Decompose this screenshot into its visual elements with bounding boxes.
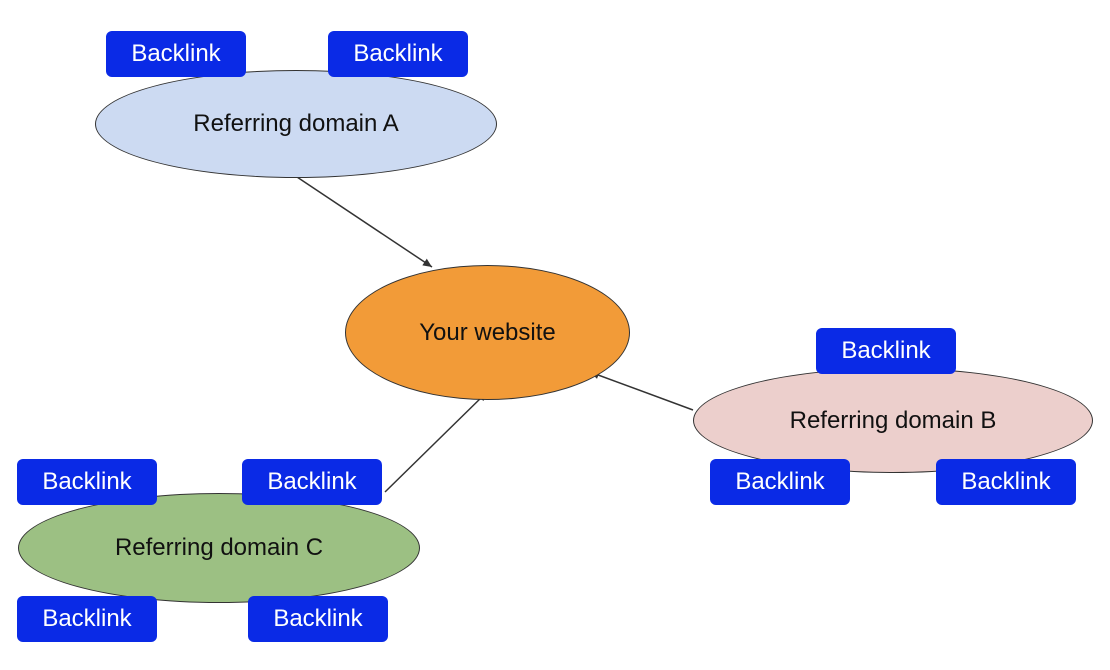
referring-domain-a-node: Referring domain A xyxy=(95,70,497,178)
referring-domain-b-node: Referring domain B xyxy=(693,368,1093,473)
your-website-node: Your website xyxy=(345,265,630,400)
backlink-badge: Backlink xyxy=(242,459,382,505)
backlink-badge: Backlink xyxy=(936,459,1076,505)
backlink-badge: Backlink xyxy=(328,31,468,77)
backlink-badge: Backlink xyxy=(106,31,246,77)
arrow-domain-c-to-website xyxy=(384,391,488,493)
backlink-badge: Backlink xyxy=(17,459,157,505)
backlink-badge: Backlink xyxy=(816,328,956,374)
backlink-badge: Backlink xyxy=(710,459,850,505)
referring-domain-a-label: Referring domain A xyxy=(193,110,399,137)
referring-domain-c-node: Referring domain C xyxy=(18,493,420,603)
referring-domain-c-label: Referring domain C xyxy=(114,534,324,561)
arrow-domain-b-to-website xyxy=(589,371,694,411)
your-website-label: Your website xyxy=(419,318,556,346)
referring-domain-b-label: Referring domain B xyxy=(789,406,997,434)
backlink-badge: Backlink xyxy=(248,596,388,642)
arrow-domain-a-to-website xyxy=(296,176,433,268)
backlink-badge: Backlink xyxy=(17,596,157,642)
